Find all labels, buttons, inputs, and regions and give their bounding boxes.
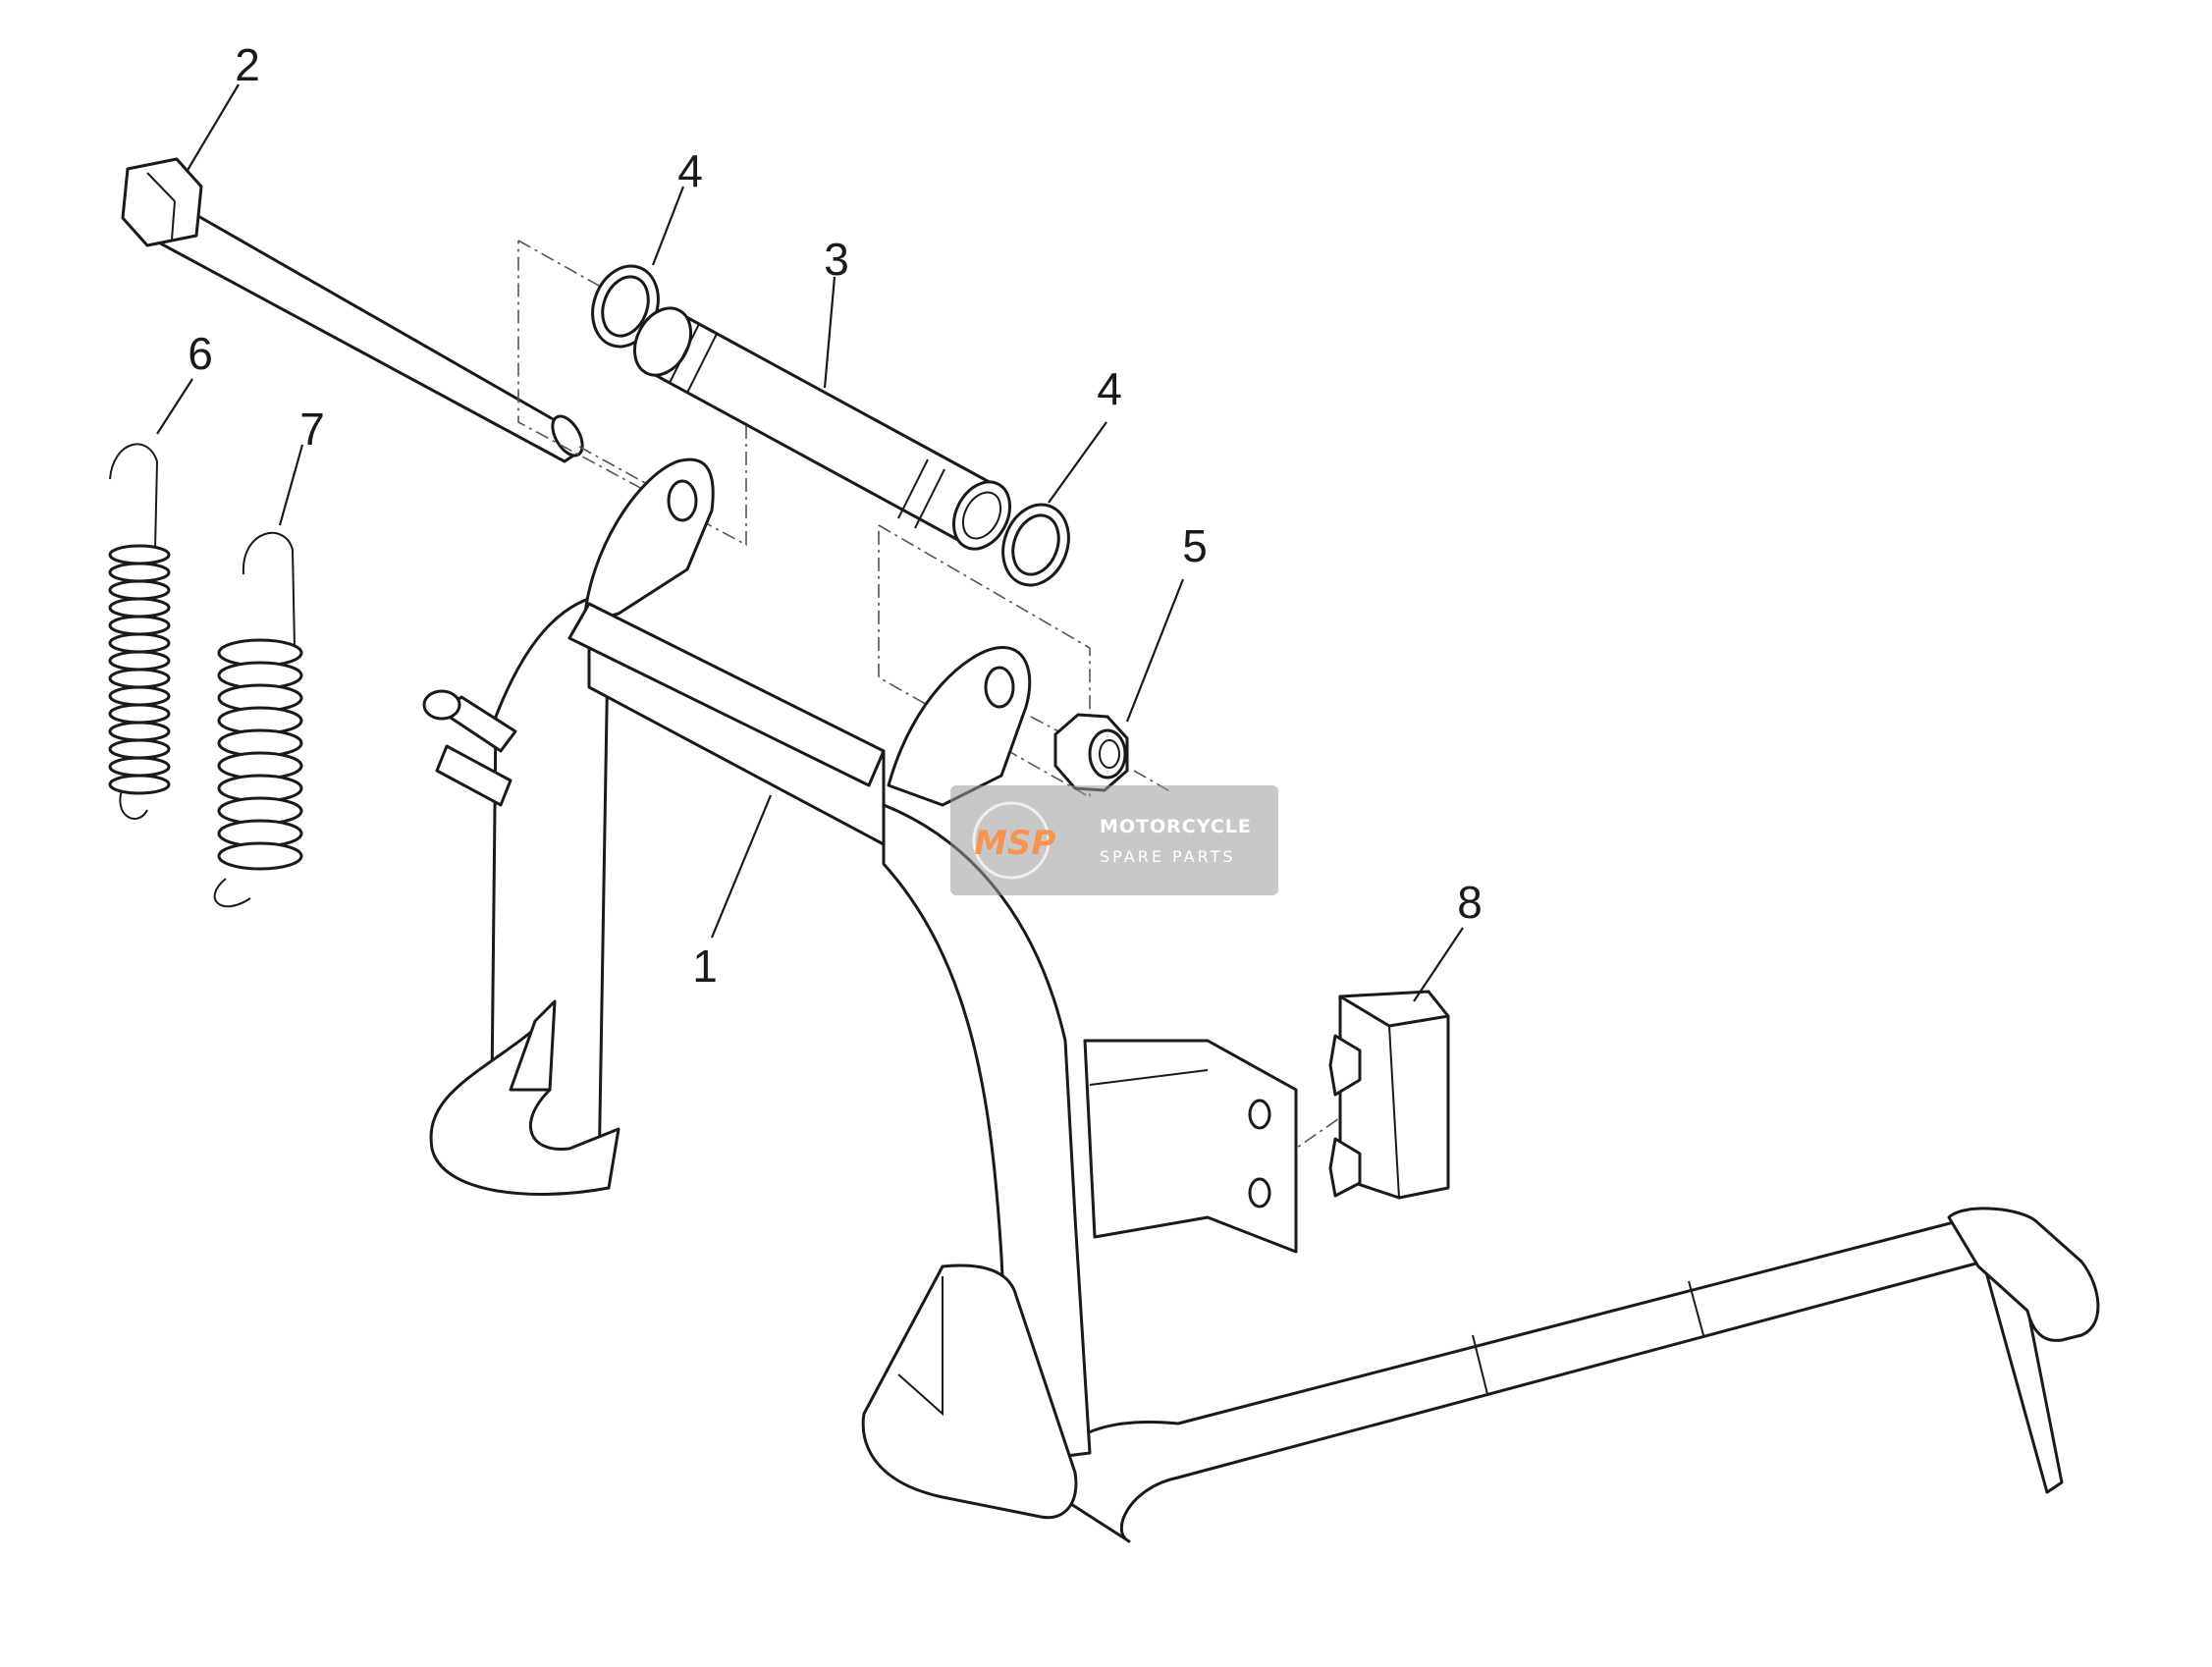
callout-8: 8 [1457, 877, 1483, 928]
callout-7: 7 [299, 403, 325, 455]
stand-stop-pin [422, 689, 517, 807]
part-4-washer-lower [1001, 503, 1070, 587]
callout-leaders [156, 83, 1464, 1002]
part-1-center-stand [429, 457, 2100, 1543]
callout-labels: 1 2 3 4 4 5 6 7 8 [188, 39, 1483, 992]
part-8-rubber-pad [1328, 990, 1450, 1200]
callout-5: 5 [1182, 520, 1208, 571]
part-6-spring [108, 443, 171, 820]
part-2-bolt [121, 157, 584, 463]
callout-2: 2 [235, 39, 260, 90]
callout-4-lower: 4 [1097, 363, 1122, 414]
watermark: MSP MOTORCYCLE SPARE PARTS [950, 785, 1278, 895]
part-3-bushing [632, 306, 1012, 551]
part-7-spring [213, 531, 303, 908]
watermark-line1: MOTORCYCLE [1100, 816, 1252, 837]
globe-icon [972, 801, 1051, 880]
part-5-nut [1053, 713, 1129, 792]
callout-1: 1 [692, 941, 718, 992]
callout-3: 3 [824, 234, 849, 285]
watermark-logo: MSP [974, 824, 1055, 863]
watermark-line2: SPARE PARTS [1100, 847, 1236, 866]
callout-6: 6 [188, 328, 213, 379]
callout-4-upper: 4 [677, 145, 703, 196]
